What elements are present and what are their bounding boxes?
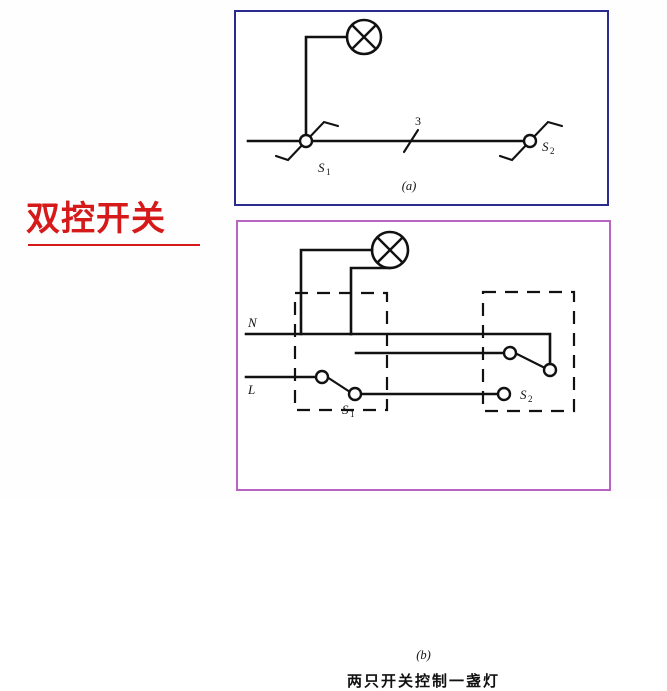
switch-s2-sublabel: 2 [550, 146, 555, 156]
diagram-b-svg: S 1 S 2 N L [244, 230, 576, 419]
diagram-a-svg: 3 S 1 S 2 (a) [246, 18, 564, 193]
lamp-cross-circle-icon [370, 230, 410, 270]
switch-s1-sublabel: 1 [326, 167, 331, 177]
live-label: L [247, 382, 255, 397]
page-root: 双控开关 3 [26, 10, 611, 690]
switch-s2-label: S [520, 387, 527, 402]
switch-box-right [481, 290, 576, 413]
neutral-label: N [247, 315, 258, 330]
switch-s1-label: S [318, 160, 325, 175]
diagram-a-panel: 3 S 1 S 2 (a) [234, 10, 609, 206]
diagram-b-caption-cn: 两只开关控制一盏灯 [346, 672, 500, 690]
diagram-b-panel: S 1 S 2 N L (b) 两只开关控制一盏灯 [236, 220, 611, 690]
page-title-text: 双控开关 [26, 199, 166, 239]
page-title-underline [28, 244, 200, 246]
lamp-wire-upper [299, 248, 374, 336]
switch-s2-label: S [542, 139, 549, 154]
page-title: 双控开关 [26, 198, 216, 254]
switch-s2-sublabel: 2 [528, 394, 533, 404]
switch-s1[interactable] [274, 120, 340, 162]
neutral-wire-right [349, 332, 552, 372]
diagram-b-caption: (b) [416, 648, 431, 662]
switch-s2[interactable] [496, 345, 558, 402]
switch-box-left [293, 291, 389, 412]
switch-s1[interactable] [314, 369, 363, 402]
switch-s1-label: S [342, 402, 349, 417]
lamp-feed-wire [304, 35, 348, 143]
diagram-a-caption: (a) [402, 179, 417, 193]
wire-count-label: 3 [415, 114, 421, 128]
switch-s2[interactable] [498, 120, 564, 162]
wire-count-marker: 3 [402, 114, 421, 154]
switch-s1-sublabel: 1 [350, 409, 355, 419]
lamp-cross-circle-icon [345, 18, 383, 56]
lamp-wire-lower [349, 266, 392, 336]
